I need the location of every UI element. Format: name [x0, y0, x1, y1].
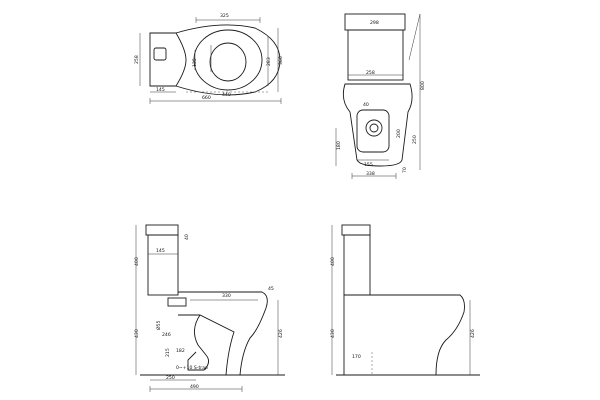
side-right-tank — [343, 234, 371, 296]
top-view-bowl — [175, 24, 281, 96]
dim-label: Ø55 — [155, 320, 162, 330]
side-left-inlet — [167, 297, 187, 307]
side-view-left: 400 40 145 330 45 430 Ø55 246 215 182 25… — [134, 224, 285, 392]
front-view: 298 258 40 800 200 250 180 155 338 70 — [335, 13, 426, 179]
side-right-bowl — [343, 294, 465, 376]
dim-label: 426 — [278, 329, 284, 338]
dim-label: 215 — [165, 348, 171, 357]
dim-label: 298 — [370, 20, 379, 26]
dim-label: 400 — [330, 257, 336, 266]
front-view-outlet-inner — [369, 123, 379, 133]
dim-label: 430 — [330, 329, 336, 338]
dim-label: 490 — [190, 384, 199, 390]
front-view-bowl — [342, 83, 413, 167]
dim-label: 45 — [268, 286, 274, 292]
dim-label: 330 — [222, 293, 231, 299]
side-view-right: 400 430 426 170 — [330, 224, 480, 376]
top-view-tank — [149, 32, 187, 87]
dim-label: 360 — [278, 56, 284, 65]
top-view-seat-outer — [193, 29, 263, 91]
dim-label: 0~+10 S-trap — [176, 365, 208, 371]
dim-label: 170 — [352, 354, 361, 360]
dim-label: 800 — [420, 81, 426, 90]
side-left-tank-lid — [145, 224, 179, 236]
front-view-tank — [347, 29, 404, 81]
side-left-trap — [187, 314, 209, 371]
dim-label: 40 — [363, 102, 369, 108]
dim-label: 145 — [156, 248, 165, 254]
dim-label: 258 — [366, 70, 375, 76]
dim-label: 400 — [134, 257, 140, 266]
dim-label: 325 — [220, 13, 229, 19]
dim-label: 200 — [396, 129, 402, 138]
dim-label: 70 — [402, 167, 408, 173]
side-right-tank-lid — [341, 224, 371, 236]
dim-label: 338 — [366, 171, 375, 177]
dim-label: 250 — [412, 135, 418, 144]
dim-label: 155 — [364, 162, 373, 168]
side-left-tank — [147, 234, 179, 296]
dim-label: 283 — [266, 57, 272, 66]
dim-label: 40 — [184, 234, 190, 240]
dim-label: 440 — [222, 92, 231, 98]
top-view: 325 258 135 283 360 440 145 660 — [134, 13, 284, 104]
top-view-flush-button — [153, 47, 167, 61]
dim-label: 250 — [166, 375, 175, 381]
dim-label: 182 — [176, 348, 185, 354]
dim-label: 135 — [192, 58, 198, 67]
dim-label: 246 — [162, 332, 171, 338]
dim-label: 145 — [156, 87, 165, 93]
dim-label: 426 — [470, 329, 476, 338]
dim-label: 180 — [336, 141, 342, 150]
side-left-bowl — [178, 291, 268, 376]
top-view-seat-inner — [209, 42, 247, 82]
dim-label: 430 — [134, 329, 140, 338]
dim-label: 660 — [202, 95, 211, 101]
dim-label: 258 — [134, 55, 140, 64]
front-view-outlet-recess — [356, 109, 390, 153]
front-view-outlet-outer — [365, 119, 383, 137]
